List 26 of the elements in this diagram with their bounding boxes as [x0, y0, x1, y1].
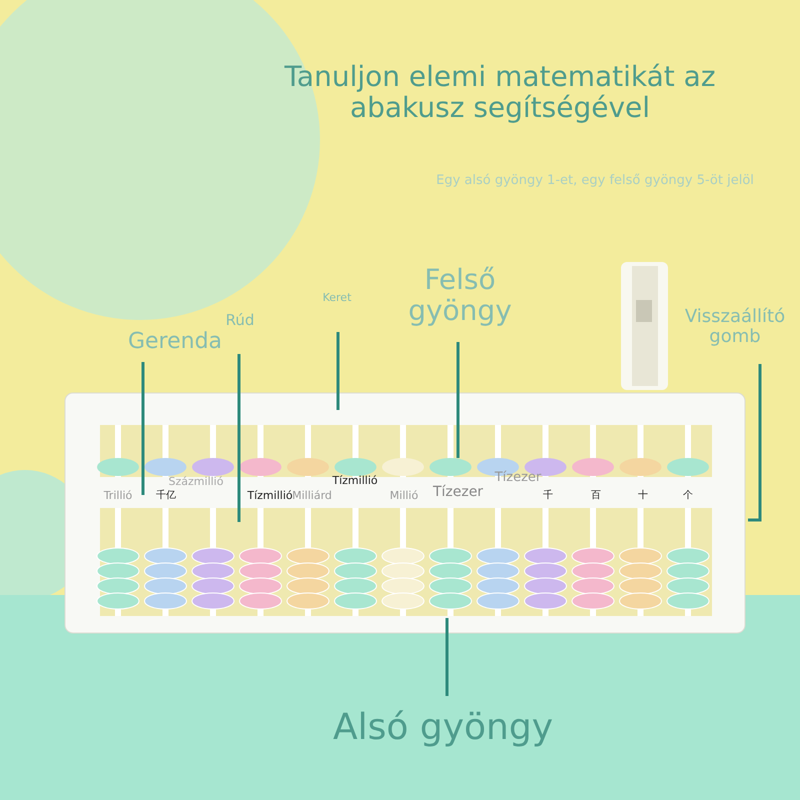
leader-line [142, 362, 144, 495]
part-label: Visszaállító gomb [675, 307, 795, 347]
scale-label: Trillió [104, 490, 132, 502]
leader-line [456, 342, 460, 458]
scale-label: Százmillió [168, 476, 224, 488]
scale-label: 百 [591, 490, 601, 501]
scale-label: 千 [543, 490, 553, 501]
leader-line [748, 364, 762, 522]
part-label: Rúd [210, 312, 270, 328]
leader-line [336, 332, 340, 410]
scale-label: Tízezer [432, 485, 484, 500]
title: Tanuljon elemi matematikát az abakusz segítségével [283, 62, 717, 124]
part-label: Felső gyöngy [390, 265, 530, 327]
scale-label: 个 [683, 490, 693, 501]
scale-label: 千亿 [156, 490, 176, 501]
scale-label: Tízmillió [332, 475, 378, 488]
leader-line [446, 618, 448, 696]
scale-label: Milliárd [292, 490, 332, 502]
part-label: Keret [307, 292, 367, 304]
scale-label: Millió [390, 490, 418, 502]
leader-line [238, 354, 240, 522]
caption: Egy alsó gyöngy 1-et, egy felső gyöngy 5-öt jelöl [435, 174, 755, 188]
scale-label: Tízmillió [247, 490, 293, 502]
part-label: Gerenda [110, 330, 240, 354]
part-label: Alsó gyöngy [293, 708, 593, 748]
scale-label: 十 [638, 490, 648, 501]
